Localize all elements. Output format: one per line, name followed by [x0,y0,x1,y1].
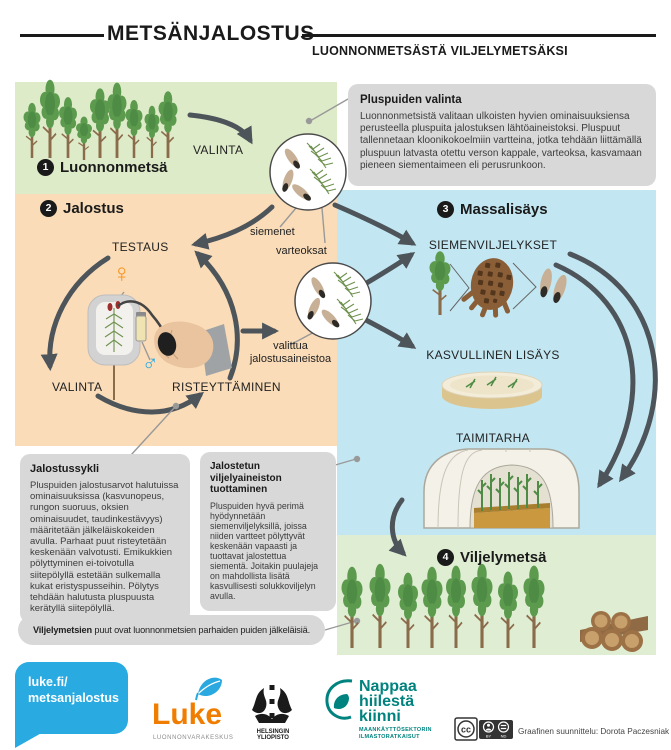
female-symbol: ♀ [112,258,132,288]
stage-3-label: Massalisäys [460,201,548,218]
luke-leaf-icon [195,677,222,701]
panel-luonnonmetsa [15,82,337,194]
luke-logo: Luke [152,698,223,731]
helsinki-university-logo [252,685,292,723]
stage-3-number: 3 [437,201,454,218]
tuottaminen-body: Pluspuiden hyvä perimä hyödynnetään siem… [210,500,319,602]
stage-2-heading: 2 Jalostus [40,200,124,217]
tuottaminen-box: Jalostetun viljelyaineiston tuottaminen … [200,452,336,611]
varteoksat-label: varteoksat [276,245,327,257]
jalostussykli-title: Jalostussykli [30,463,100,475]
infobox-body: Luonnonmetsistä valitaan ulkoisten hyvie… [360,111,642,171]
svg-text:ND: ND [501,734,507,739]
nappaa-leaf-icon [325,679,353,720]
valinta-arrow-label: VALINTA [193,143,244,157]
cc-by-nd-license-badge: cc BY ND [454,717,513,741]
page-subtitle: LUONNONMETSÄSTÄ VILJELYMETSÄKSI [312,44,568,58]
helsinki-university-label: HELSINGIN YLIOPISTO [256,729,290,741]
bubble-line1: luke.fi/ [28,675,68,689]
jalostussykli-box: Jalostussykli Pluspuiden jalostusarvot h… [20,454,190,624]
bottom-note-bold: Viljelymetsien [32,625,92,635]
stage-4-label: Viljelymetsä [460,549,547,566]
stage-1-label: Luonnonmetsä [60,159,168,176]
design-credit: Graafinen suunnittelu: Dorota Paczesniak [518,727,670,736]
siemenet-label: siemenet [250,226,295,238]
stage-1-heading: 1 Luonnonmetsä [37,159,168,176]
stage-4-heading: 4 Viljelymetsä [437,549,546,566]
valinta-cycle-label: VALINTA [52,380,103,394]
male-symbol: ♂ [142,350,159,375]
stage-1-number: 1 [37,159,54,176]
siemenviljelykset-label: SIEMENVILJELYKSET [428,238,558,252]
bubble-tail [15,731,45,748]
title-rule-right [302,34,656,37]
bottom-note-rest: puut ovat luonnonmetsien parhaiden puide… [91,625,311,635]
taimitarha-label: TAIMITARHA [456,431,530,445]
infobox-title: Pluspuiden valinta [360,94,462,106]
pluspuiden-valinta-infobox: Pluspuiden valinta Luonnonmetsistä valit… [348,84,656,186]
testaus-label: TESTAUS [112,240,169,254]
bubble-line2: metsanjalostus [28,690,120,705]
luke-url-bubble: luke.fi/ metsanjalostus [15,662,128,734]
nappaa-logo-subtext: MAANKÄYTTÖSEKTORIN ILMASTORATKAISUT [359,727,432,740]
kasvullinen-lisays-label: KASVULLINEN LISÄYS [426,348,560,362]
nappaa-logo-text: Nappaa hiilestä kiinni [359,678,417,726]
title-rule-left [20,34,104,37]
risteyttaminen-label: RISTEYTTÄMINEN [172,380,281,394]
stage-2-label: Jalostus [63,200,124,217]
page-title: METSÄNJALOSTUS [107,22,315,45]
luke-logo-subtext: LUONNONVARAKESKUS [153,735,234,741]
valittua-label: valittua jalostusaineistoa [249,340,332,365]
svg-text:BY: BY [486,734,492,739]
stage-4-number: 4 [437,549,454,566]
stage-3-heading: 3 Massalisäys [437,201,548,218]
bottom-note-bar: Viljelymetsien puut ovat luonnonmetsien … [18,615,325,645]
tuottaminen-title: Jalostetun viljelyaineiston tuottaminen [210,461,282,495]
svg-text:cc: cc [461,725,471,735]
stage-2-number: 2 [40,200,57,217]
jalostussykli-body: Pluspuiden jalostusarvot halutuissa omin… [30,480,179,615]
